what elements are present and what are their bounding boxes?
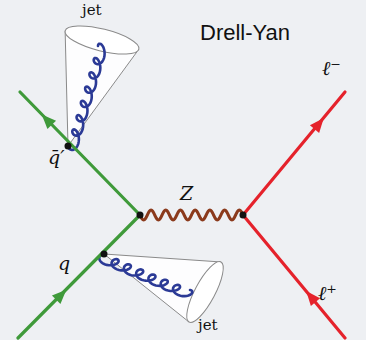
quark-line — [18, 215, 140, 338]
vertex-dot — [240, 212, 247, 219]
lepton-minus-line — [243, 92, 345, 215]
fermion-arrow — [310, 118, 324, 133]
fermion-arrow — [52, 290, 66, 304]
vertex-dot — [101, 251, 108, 258]
fermion-arrow — [42, 115, 56, 130]
diagram-title: Drell-Yan — [200, 22, 290, 44]
particle-label: q̄′ — [48, 148, 64, 167]
lepton-plus-line — [243, 215, 345, 338]
particle-label: q — [58, 254, 70, 273]
jet-cone-mouth — [62, 20, 141, 60]
gluon-line — [68, 44, 105, 150]
jet-cone-mouth — [180, 257, 230, 326]
vertex-dot — [65, 143, 72, 150]
z-boson-line — [140, 210, 243, 220]
antiquark-line — [20, 92, 140, 215]
vertex-dot — [137, 212, 144, 219]
particle-label: ℓ⁻ — [322, 58, 341, 78]
jet-label: jet — [198, 318, 218, 333]
particle-label: Z — [180, 184, 193, 203]
gluon-line — [99, 254, 192, 296]
particle-label: ℓ⁺ — [318, 283, 337, 303]
fermion-arrow — [306, 291, 320, 306]
jet-label: jet — [82, 3, 102, 18]
upper-jet-cone — [62, 20, 141, 146]
